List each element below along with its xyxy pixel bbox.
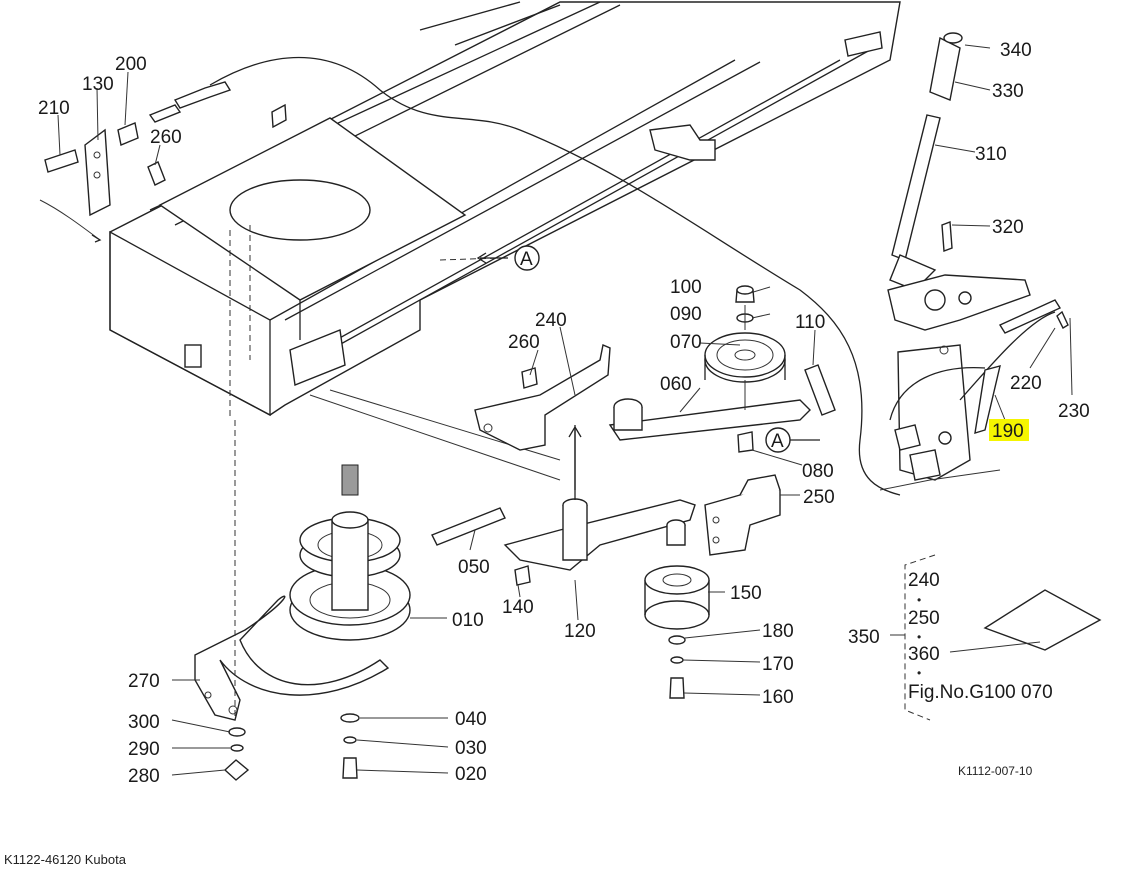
label-170: 170 (762, 654, 794, 675)
label-220: 220 (1010, 373, 1042, 394)
label-040: 040 (455, 709, 487, 730)
label-230: 230 (1058, 401, 1090, 422)
label-300: 300 (128, 712, 160, 733)
bracket-250 (704, 474, 781, 556)
label-200: 200 (115, 54, 147, 75)
left-bracket-assembly (39, 103, 287, 243)
label-190: 190 (992, 421, 1024, 442)
kit-item-240: 240 (908, 570, 940, 591)
label-180: 180 (762, 621, 794, 642)
label-350: 350 (848, 627, 880, 648)
label-280: 280 (128, 766, 160, 787)
label-290: 290 (128, 739, 160, 760)
label-010: 010 (452, 610, 484, 631)
label-100: 100 (670, 277, 702, 298)
label-140: 140 (502, 597, 534, 618)
label-260-mid: 260 (508, 332, 540, 353)
label-080: 080 (802, 461, 834, 482)
pulley-010 (289, 464, 506, 641)
lever-assembly (879, 32, 1069, 491)
label-120: 120 (564, 621, 596, 642)
label-190-highlight (989, 419, 1029, 441)
kit-list: 240 • 250 • 360 • Fig.No.G100 070 (908, 570, 1053, 703)
label-340: 340 (1000, 40, 1032, 61)
kit-dot-1: • (917, 593, 921, 607)
label-070: 070 (670, 332, 702, 353)
cable (148, 56, 901, 496)
drawing-code: K1112-007-10 (958, 764, 1033, 778)
label-130: 130 (82, 74, 114, 95)
kit-dot-3: • (917, 666, 921, 680)
frame (109, 1, 901, 481)
label-310: 310 (975, 144, 1007, 165)
part-labels: 340 330 310 320 200 130 210 260 100 090 … (38, 40, 1090, 787)
label-030: 030 (455, 738, 487, 759)
hardware-stack-left (223, 727, 250, 781)
label-160: 160 (762, 687, 794, 708)
label-320: 320 (992, 217, 1024, 238)
leader-lines (57, 44, 1073, 776)
label-250: 250 (803, 487, 835, 508)
pulley-150 (644, 565, 710, 699)
label-050: 050 (458, 557, 490, 578)
kit-bracket (890, 554, 1102, 721)
label-240: 240 (535, 310, 567, 331)
hardware-stack-center (340, 713, 360, 779)
label-210: 210 (38, 98, 70, 119)
label-020: 020 (455, 764, 487, 785)
marker-a-top: A (520, 249, 533, 270)
label-060: 060 (660, 374, 692, 395)
image-caption: K1122-46120 Kubota (4, 852, 126, 867)
label-090: 090 (670, 304, 702, 325)
arm-120 (503, 425, 696, 586)
kit-item-250: 250 (908, 608, 940, 629)
tension-arm-assembly (474, 285, 836, 490)
label-330: 330 (992, 81, 1024, 102)
kit-fig-ref: Fig.No.G100 070 (908, 682, 1053, 703)
label-270: 270 (128, 671, 160, 692)
label-150: 150 (730, 583, 762, 604)
kit-dot-2: • (917, 630, 921, 644)
label-110: 110 (795, 312, 825, 333)
view-markers: A A (514, 245, 791, 453)
kit-item-360: 360 (908, 644, 940, 665)
belt-guard-270 (194, 420, 390, 721)
marker-a-mid: A (771, 431, 784, 452)
label-260-top: 260 (150, 127, 182, 148)
